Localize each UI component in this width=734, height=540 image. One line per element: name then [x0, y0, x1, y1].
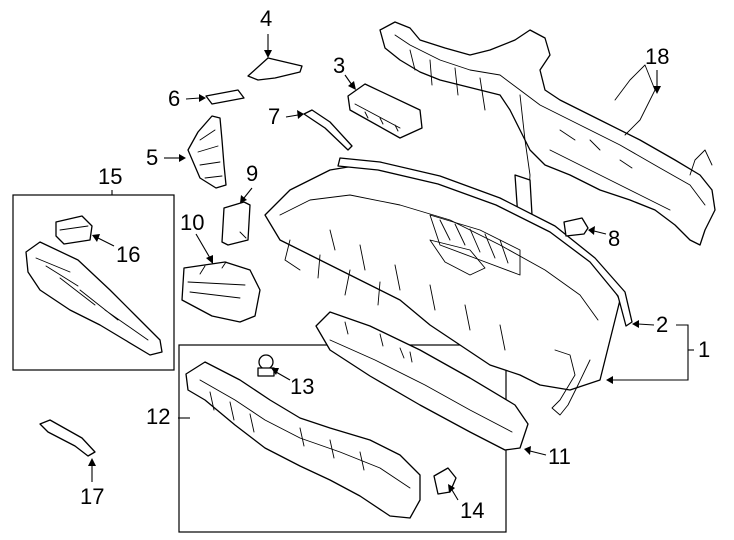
- part-18-cross-car-beam: [379, 21, 716, 246]
- part-12-lower-panel: [185, 361, 421, 519]
- part-4-corner-cover: [247, 57, 303, 81]
- callout-8: 8: [608, 226, 621, 251]
- callout-15: 15: [98, 164, 123, 189]
- part-2-trim-strip: [337, 157, 633, 327]
- part-10-vent-duct: [181, 261, 261, 323]
- part-8-clip: [563, 217, 589, 237]
- part-6-pad: [205, 89, 245, 105]
- group-box-15: [12, 194, 175, 371]
- part-16-switch: [55, 215, 93, 245]
- callout-16: 16: [116, 242, 141, 267]
- part-11-lower-garnish: [315, 311, 529, 451]
- callout-5: 5: [146, 145, 159, 170]
- part-5-side-cover: [187, 115, 227, 189]
- leader-lines: [88, 34, 694, 501]
- callout-17: 17: [80, 484, 105, 509]
- part-7-strip: [303, 109, 353, 151]
- callout-2: 2: [656, 312, 669, 337]
- callout-13: 13: [290, 374, 315, 399]
- part-9-panel: [221, 201, 251, 246]
- callout-3: 3: [333, 53, 346, 78]
- callout-7: 7: [268, 104, 281, 129]
- callout-18: 18: [645, 44, 670, 69]
- callout-12: 12: [146, 404, 171, 429]
- part-15-lower-cover: [25, 241, 163, 356]
- callout-10: 10: [180, 210, 205, 235]
- callout-4: 4: [260, 6, 273, 31]
- callout-9: 9: [246, 161, 259, 186]
- callout-14: 14: [460, 498, 485, 523]
- part-17-trim: [39, 419, 96, 457]
- callout-1: 1: [698, 337, 711, 362]
- part-3-top-cover: [347, 83, 423, 139]
- callout-6: 6: [168, 86, 181, 111]
- callout-11: 11: [548, 444, 571, 469]
- part-13-button: [257, 354, 275, 377]
